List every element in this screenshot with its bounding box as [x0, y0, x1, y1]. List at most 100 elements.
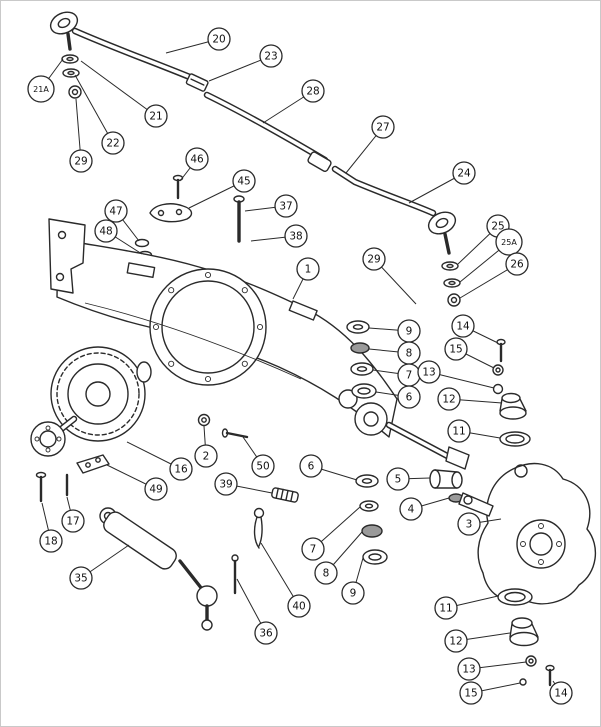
callout-circle [457, 657, 481, 681]
callout-number: 9 [406, 326, 413, 338]
callout-11: 11 [447, 419, 501, 443]
plate-49 [76, 454, 110, 474]
callout-15: 15 [459, 681, 521, 705]
callout-5: 5 [386, 467, 431, 491]
callout-circle [505, 252, 529, 276]
callout-number: 18 [44, 536, 57, 548]
callout-number: 9 [350, 588, 357, 600]
callout-circle [104, 199, 128, 223]
callout-number: 6 [406, 392, 413, 404]
callout-number: 7 [406, 370, 413, 382]
callout-layer: 202321A21222928272446453738474812525A262… [27, 27, 573, 705]
callout-number: 20 [212, 34, 225, 46]
center-bottom-hardware [231, 487, 299, 595]
callout-49: 49 [106, 464, 168, 501]
callout-circle [69, 149, 93, 173]
ring-11-lower [497, 588, 533, 606]
callout-circle [287, 594, 311, 618]
callout-number: 47 [109, 206, 122, 218]
callout-21: 21 [80, 60, 168, 128]
callout-circle [254, 621, 278, 645]
callout-circle [495, 228, 523, 256]
callout-7: 7 [301, 506, 361, 561]
seal-stack-lower [355, 474, 388, 565]
callout-number: 35 [74, 573, 87, 585]
callout-number: 12 [449, 636, 462, 648]
callout-number: 29 [74, 156, 87, 168]
diagram-art [30, 11, 597, 687]
callout-36: 36 [236, 578, 278, 645]
callout-circle [434, 596, 458, 620]
callout-circle [274, 194, 298, 218]
callout-number: 29 [367, 254, 380, 266]
callout-number: 40 [292, 601, 305, 613]
callout-12: 12 [437, 387, 503, 411]
callout-35: 35 [69, 544, 130, 590]
callout-number: 8 [406, 348, 413, 360]
callout-circle [284, 224, 308, 248]
knuckle-hardware-lower [497, 588, 555, 687]
pinion-flange [30, 421, 66, 457]
callout-15: 15 [444, 337, 495, 369]
tie-rod-end-left [49, 11, 79, 51]
seal-stack-upper [346, 320, 377, 399]
axle-bushings [429, 469, 464, 503]
callout-number: 38 [289, 231, 302, 243]
axle-shaft-fork [445, 446, 470, 470]
callout-18: 18 [39, 502, 63, 553]
bushing-5 [429, 469, 441, 489]
callout-38: 38 [250, 224, 308, 248]
callout-circle [259, 44, 283, 68]
drag-link-assembly [49, 11, 461, 307]
callout-number: 27 [376, 122, 389, 134]
callout-25A: 25A [459, 228, 523, 283]
callout-circle [39, 529, 63, 553]
callout-number: 37 [279, 201, 292, 213]
adjuster-sleeve [307, 151, 332, 172]
callout-48: 48 [94, 219, 143, 255]
callout-17: 17 [61, 496, 85, 533]
callout-46: 46 [179, 147, 209, 182]
callout-circle [341, 581, 365, 605]
callout-11: 11 [434, 595, 499, 620]
callout-number: 24 [457, 168, 471, 180]
ring-11 [499, 431, 531, 447]
callout-8: 8 [368, 341, 421, 365]
callout-circle [185, 147, 209, 171]
differential-assembly [30, 346, 152, 457]
callout-circle [214, 472, 238, 496]
callout-6: 6 [299, 454, 358, 481]
callout-circle [301, 537, 325, 561]
callout-number: 49 [149, 484, 162, 496]
callout-number: 25 [491, 221, 504, 233]
callout-number: 15 [464, 688, 477, 700]
callout-number: 13 [422, 367, 435, 379]
callout-circle [94, 219, 118, 243]
callout-6: 6 [375, 385, 421, 409]
callout-29: 29 [362, 247, 417, 305]
callout-circle [397, 385, 421, 409]
callout-number: 8 [323, 568, 330, 580]
callout-circle [457, 512, 481, 536]
callout-21A: 21A [27, 58, 64, 103]
callout-47: 47 [104, 199, 140, 242]
callout-circle [362, 247, 386, 271]
callout-28: 28 [262, 79, 325, 124]
callout-circle [549, 681, 573, 705]
callout-circle [452, 161, 476, 185]
bushing-12 [501, 392, 521, 404]
callout-8: 8 [314, 531, 363, 585]
knuckle-hub [516, 519, 566, 569]
callout-circle [144, 477, 168, 501]
nut-2 [197, 413, 211, 427]
callout-number: 46 [190, 154, 204, 166]
bracket-45 [149, 203, 193, 223]
callout-number: 48 [99, 226, 112, 238]
callout-45: 45 [188, 169, 256, 209]
adjuster-clamp [185, 73, 209, 92]
side-bearing [136, 361, 152, 383]
axle-housing [48, 218, 470, 470]
callout-27: 27 [345, 115, 395, 174]
callout-number: 12 [442, 394, 455, 406]
